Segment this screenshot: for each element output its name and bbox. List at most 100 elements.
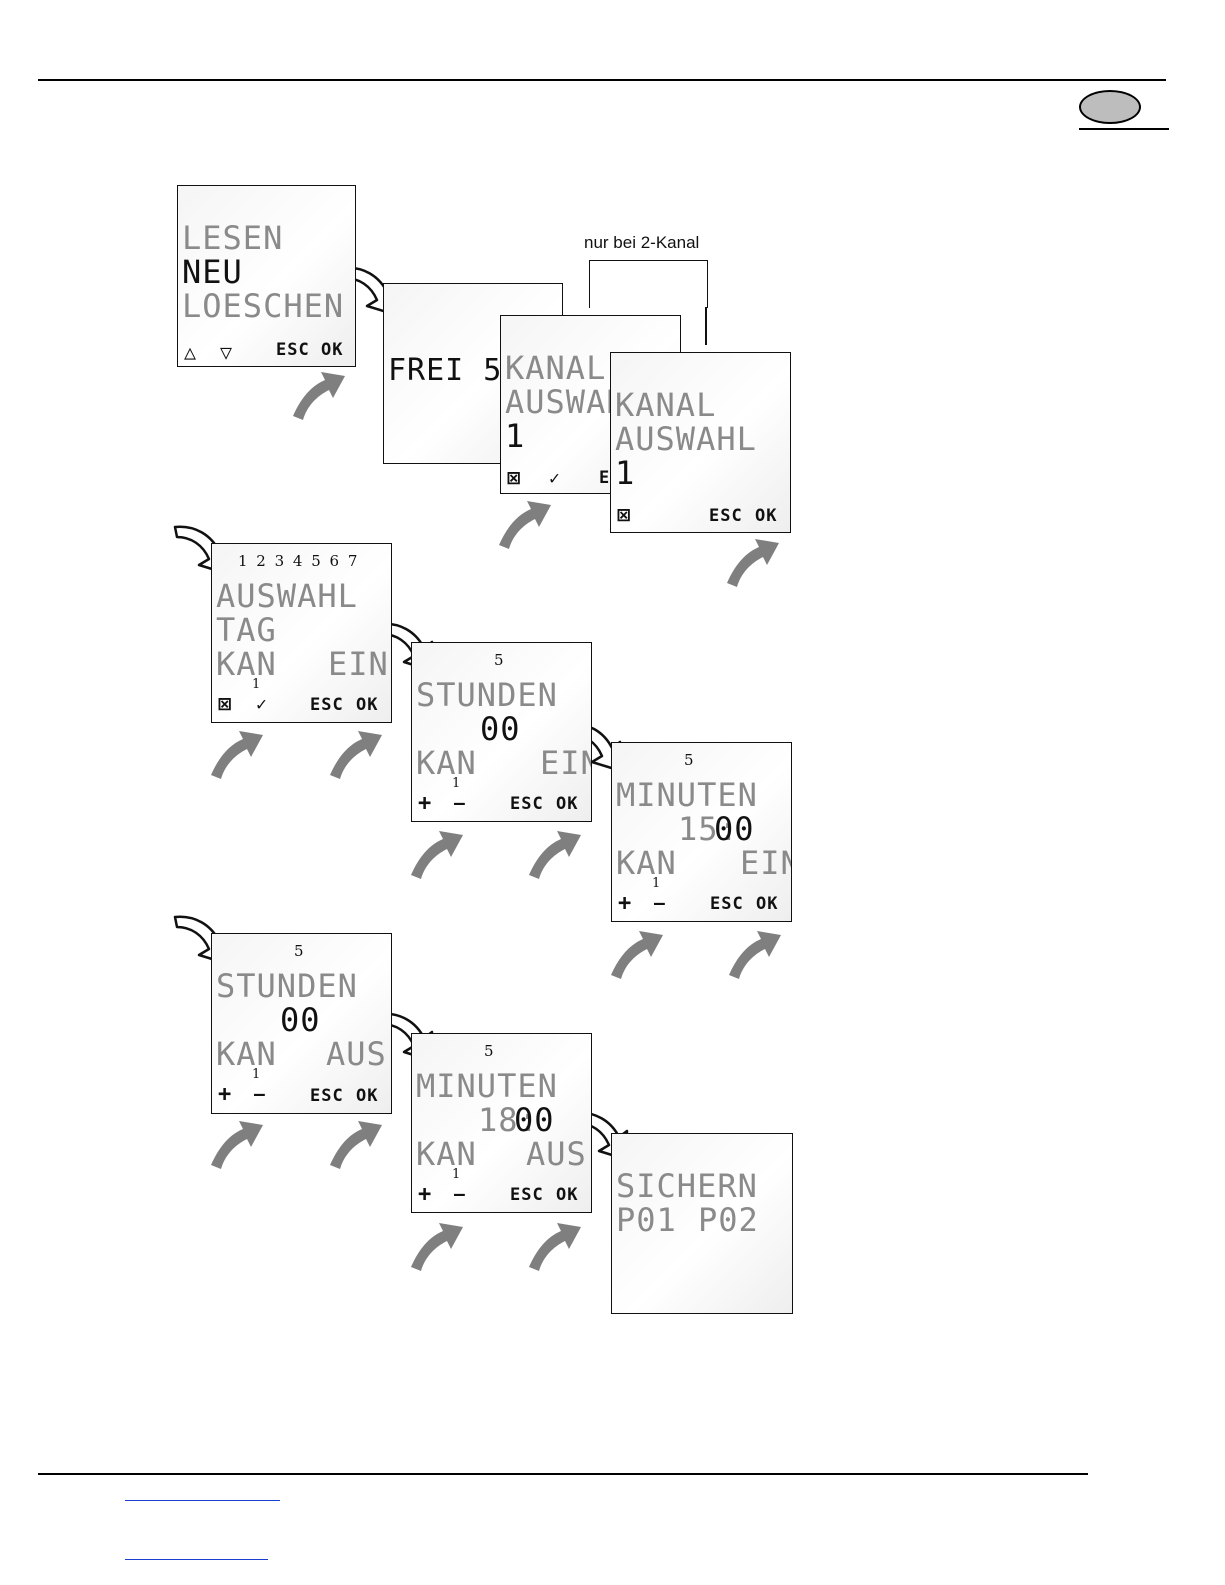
menu-loeschen[interactable]: LOESCHEN — [182, 287, 345, 325]
ok-key[interactable]: OK — [755, 506, 778, 526]
plus-press-minutes-on — [611, 931, 663, 979]
kan-label: KAN — [616, 844, 677, 882]
esc-key[interactable]: ESC — [310, 695, 344, 715]
screen-minutes-off: 5 MINUTEN 18: 00 KAN AUS 1 + — ESC OK — [411, 1033, 592, 1213]
language-badge-underline — [1079, 128, 1169, 130]
ok-key[interactable]: OK — [321, 340, 344, 360]
checkbox-icon[interactable]: ⊠ — [617, 503, 632, 528]
channel-number: 1 — [652, 876, 662, 891]
state-label: EIN — [328, 645, 389, 683]
state-label: AUS — [526, 1135, 587, 1173]
esc-key[interactable]: ESC — [510, 794, 544, 814]
footer-link-2[interactable] — [125, 1559, 268, 1560]
minus-key[interactable]: — — [454, 1184, 466, 1205]
esc-key[interactable]: ESC — [510, 1185, 544, 1205]
plus-key[interactable]: + — [218, 1082, 233, 1107]
channel-number: 1 — [452, 776, 462, 791]
screen-hours-on: 5 STUNDEN 00 KAN EIN 1 + — ESC OK — [411, 642, 592, 822]
esc-key[interactable]: ESC — [710, 894, 744, 914]
esc-key[interactable]: ESC — [276, 340, 310, 360]
two-channel-bracket — [589, 260, 708, 308]
down-triangle-icon[interactable]: ▽ — [220, 340, 234, 364]
ok-key[interactable]: OK — [556, 794, 579, 814]
up-triangle-icon[interactable]: △ — [184, 340, 198, 364]
minutes-value: 00 — [514, 1101, 555, 1139]
language-badge — [1079, 90, 1141, 124]
plus-key[interactable]: + — [418, 791, 433, 816]
screen-minutes-on: 5 MINUTEN 15: 00 KAN EIN 1 + — ESC OK — [611, 742, 792, 922]
stunden-label: STUNDEN — [216, 967, 358, 1005]
checkbox-icon[interactable]: ⊠ — [218, 692, 233, 717]
minuten-label: MINUTEN — [416, 1067, 558, 1105]
ok-press-hours-on — [529, 831, 581, 879]
bracket-right-drop — [705, 307, 707, 345]
hours-value: 00 — [480, 710, 521, 748]
menu-neu[interactable]: NEU — [182, 253, 243, 291]
day-indicator: 5 — [684, 751, 695, 769]
minus-key[interactable]: — — [454, 793, 466, 814]
plus-key[interactable]: + — [618, 891, 633, 916]
two-channel-note: nur bei 2-Kanal — [584, 233, 700, 252]
screen-menu: LESEN NEU LOESCHEN △ ▽ ESC OK — [177, 185, 356, 367]
kan-label: KAN — [416, 1135, 477, 1173]
hours-value: 00 — [280, 1001, 321, 1039]
footer-link-1[interactable] — [125, 1500, 280, 1501]
kanal-label: KANAL — [615, 386, 717, 424]
channel-number: 1 — [252, 1067, 262, 1082]
ok-press-kanal2 — [727, 539, 779, 587]
minutes-value: 00 — [714, 810, 755, 848]
ok-press-minutes-on — [729, 931, 781, 979]
free-count: FREI 50 — [388, 353, 522, 388]
day-indicator: 5 — [484, 1042, 495, 1060]
minus-key[interactable]: — — [254, 1084, 266, 1105]
ok-press-menu — [293, 372, 345, 420]
top-rule — [38, 79, 1166, 81]
kan-label: KAN — [416, 744, 477, 782]
kan-label: KAN — [216, 1035, 277, 1073]
ok-key[interactable]: OK — [756, 894, 779, 914]
state-label: AUS — [326, 1035, 387, 1073]
checkbox-icon[interactable]: ⊠ — [507, 466, 522, 491]
plus-press-hours-on — [411, 831, 463, 879]
minus-key[interactable]: — — [654, 893, 666, 914]
screen-hours-off: 5 STUNDEN 00 KAN AUS 1 + — ESC OK — [211, 933, 392, 1114]
hour-prefix: 15: — [678, 810, 739, 848]
ok-key[interactable]: OK — [356, 1086, 379, 1106]
check-icon[interactable]: ✓ — [256, 694, 268, 715]
weekday-row: 1 2 3 4 5 6 7 — [238, 552, 360, 570]
tag-label: TAG — [216, 611, 277, 649]
screen-save: SICHERN P01 P02 — [611, 1133, 793, 1314]
kan-label: KAN — [216, 645, 277, 683]
kanal-value: 1 — [505, 417, 526, 455]
check-press-day — [211, 731, 263, 779]
esc-key-partial[interactable]: E — [599, 468, 611, 488]
auswahl-label: AUSWAHL — [216, 577, 358, 615]
kanal-value: 1 — [615, 454, 636, 492]
ok-press-hours-off — [330, 1121, 382, 1169]
day-indicator: 5 — [494, 651, 505, 669]
ok-key[interactable]: OK — [556, 1185, 579, 1205]
day-indicator: 5 — [294, 942, 305, 960]
ok-press-kanal1 — [499, 501, 551, 549]
esc-key[interactable]: ESC — [709, 506, 743, 526]
ok-press-day — [330, 731, 382, 779]
auswahl-label: AUSWAHL — [615, 420, 757, 458]
bottom-rule — [38, 1473, 1088, 1475]
plus-press-hours-off — [211, 1121, 263, 1169]
channel-number: 1 — [452, 1167, 462, 1182]
check-icon[interactable]: ✓ — [549, 468, 561, 489]
esc-key[interactable]: ESC — [310, 1086, 344, 1106]
minuten-label: MINUTEN — [616, 776, 758, 814]
program-2[interactable]: P02 — [698, 1201, 759, 1239]
menu-lesen[interactable]: LESEN — [182, 219, 284, 257]
hour-prefix: 18: — [478, 1101, 539, 1139]
ok-key[interactable]: OK — [356, 695, 379, 715]
plus-key[interactable]: + — [418, 1182, 433, 1207]
plus-press-minutes-off — [411, 1223, 463, 1271]
program-1[interactable]: P01 — [616, 1201, 677, 1239]
kanal-label: KANAL — [505, 349, 607, 387]
state-label: EIN — [540, 744, 591, 782]
state-label: EIN — [740, 844, 791, 882]
ok-press-minutes-off — [529, 1223, 581, 1271]
sichern-label: SICHERN — [616, 1167, 758, 1205]
